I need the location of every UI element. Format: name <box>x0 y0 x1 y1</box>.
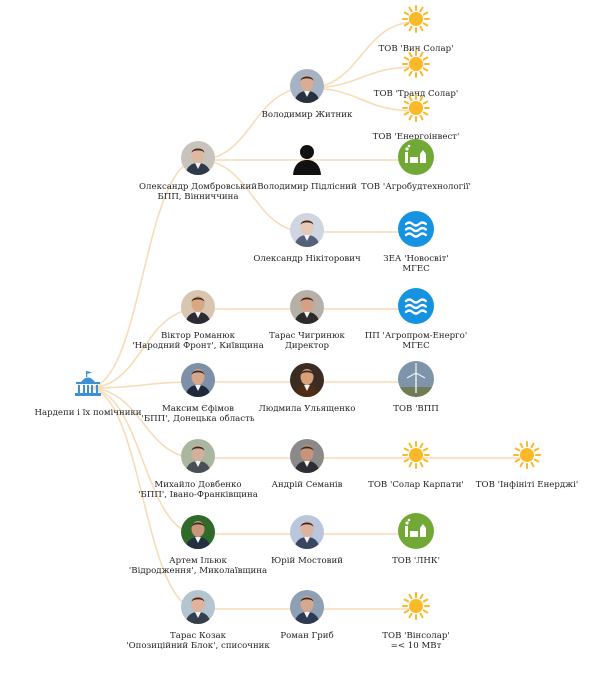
semaniv-label: Андрій Семанів <box>271 480 342 490</box>
label-line: Тарас Козак <box>169 631 227 641</box>
label-line: Віктор Романюк <box>161 331 235 341</box>
avatar-chyhrynyuk[interactable] <box>290 290 324 324</box>
label-line: 'БПП', Донецька область <box>141 414 255 424</box>
label-line: ТОВ 'Вінсолар' <box>382 631 450 641</box>
avatar-ulyashchenko[interactable] <box>290 363 324 397</box>
biogas-plant-icon[interactable] <box>398 513 434 553</box>
biogas-plant-icon[interactable] <box>398 139 434 179</box>
label-line: ТОВ 'ВПП <box>393 404 439 414</box>
infiniti-label: ТОВ 'Інфініті Енерджі' <box>476 480 578 490</box>
label-line: Артем Ільюк <box>169 556 227 566</box>
avatar-ilyuk[interactable] <box>181 515 215 549</box>
link-root-dombrovsky <box>87 159 199 389</box>
avatar-efimov[interactable] <box>181 363 215 397</box>
avatar-dombrovsky[interactable] <box>181 141 215 175</box>
avatar-hryb[interactable] <box>290 590 324 624</box>
vinsolar-label: ТОВ 'Вінсолар'=< 10 МВт <box>382 631 449 651</box>
pidlisny-label: Володимир Підлісний <box>257 182 357 192</box>
avatar-mostovy[interactable] <box>290 515 324 549</box>
label-line: БПП, Вінниччина <box>157 192 239 202</box>
link-root-romaniuk <box>87 308 199 389</box>
label-line: ТОВ 'Енергоінвест' <box>372 132 460 142</box>
label-line: ТОВ 'Інфініті Енерджі' <box>475 480 579 490</box>
avatar-kozak[interactable] <box>181 590 215 624</box>
avatar-nikitorovych[interactable] <box>290 213 324 247</box>
label-line: Директор <box>284 341 330 351</box>
label-line: Тарас Чигринюк <box>269 331 345 341</box>
sun-icon[interactable] <box>401 93 431 127</box>
energoinvest-label: ТОВ 'Енергоінвест' <box>373 132 460 142</box>
label-line: Олександр Домбровський <box>138 182 258 192</box>
label-line: ТОВ 'ЛНК' <box>392 556 440 566</box>
sun-icon[interactable] <box>512 440 542 474</box>
label-line: Володимир Підлісний <box>257 182 357 192</box>
agrobud-label: ТОВ 'Агробудтехнології' <box>361 182 471 192</box>
mostovy-label: Юрій Мостовий <box>271 556 343 566</box>
ilyuk-label: Артем Ільюк'Відродження', Миколаївщина <box>129 556 267 576</box>
lnk-label: ТОВ 'ЛНК' <box>392 556 440 566</box>
nikitorovych-label: Олександр Нікіторович <box>253 254 360 264</box>
label-line: Юрій Мостовий <box>271 556 343 566</box>
ulyashchenko-label: Людмила Ульященко <box>259 404 356 414</box>
avatar-semaniv[interactable] <box>290 439 324 473</box>
parliament-building-icon[interactable] <box>73 370 103 402</box>
label-line: ТОВ 'Солар Карпати' <box>368 480 464 490</box>
efimov-label: Максим Єфімов'БПП', Донецька область <box>141 404 254 424</box>
label-line: 'Народний Фронт', Київщина <box>132 341 264 351</box>
water-waves-icon[interactable] <box>398 288 434 328</box>
hryb-label: Роман Гриб <box>280 631 333 641</box>
sun-icon[interactable] <box>401 4 431 38</box>
avatar-zhytnyk[interactable] <box>290 69 324 103</box>
label-line: ЗЕА 'Новосвіт' <box>383 254 449 264</box>
label-line: Людмила Ульященко <box>258 404 356 414</box>
link-dombrovsky-nikitorovych <box>197 159 308 233</box>
label-line: Максим Єфімов <box>161 404 234 414</box>
label-line: Андрій Семанів <box>271 480 343 490</box>
link-root-dovbenko <box>87 387 199 459</box>
avatar-pidlisny[interactable] <box>290 141 324 175</box>
link-root-kozak <box>87 387 199 610</box>
link-root-ilyuk <box>87 387 199 535</box>
avatar-dovbenko[interactable] <box>181 439 215 473</box>
person-silhouette-icon <box>293 145 321 175</box>
link-dombrovsky-zhytnyk <box>197 87 308 161</box>
label-line: МГЕС <box>402 264 430 274</box>
sun-icon[interactable] <box>401 49 431 83</box>
sun-icon[interactable] <box>401 591 431 625</box>
label-line: 'Опозиційний Блок', списочник <box>126 641 270 651</box>
romaniuk-label: Віктор Романюк'Народний Фронт', Київщина <box>132 331 264 351</box>
dovbenko-label: Михайло Довбенко'БПП', Івано-Франківщина <box>138 480 258 500</box>
label-line: Роман Гриб <box>280 631 334 641</box>
novosvit-label: ЗЕА 'Новосвіт'МГЕС <box>383 254 448 274</box>
root-label: Нардепи і їх помічники <box>34 408 142 418</box>
label-line: МГЕС <box>402 341 430 351</box>
label-line: Олександр Нікіторович <box>253 254 361 264</box>
label-line: 'БПП', Івано-Франківщина <box>138 490 258 500</box>
avatar-romaniuk[interactable] <box>181 290 215 324</box>
water-waves-icon[interactable] <box>398 211 434 251</box>
agroprom-label: ПП 'Агропром-Енерго'МГЕС <box>365 331 467 351</box>
label-line: Володимир Житник <box>261 110 353 120</box>
label-line: 'Відродження', Миколаївщина <box>128 566 268 576</box>
vin-solar-label: ТОВ 'Вин Солар' <box>379 44 454 54</box>
zhytnyk-label: Володимир Житник <box>262 110 353 120</box>
solar-karpaty-label: ТОВ 'Солар Карпати' <box>368 480 464 490</box>
label-line: ПП 'Агропром-Енерго' <box>364 331 468 341</box>
label-line: =< 10 МВт <box>390 641 442 651</box>
label-line: ТОВ 'Вин Солар' <box>378 44 454 54</box>
kozak-label: Тарас Козак'Опозиційний Блок', списочник <box>126 631 270 651</box>
vpp-label: ТОВ 'ВПП <box>393 404 439 414</box>
label-line: ТОВ 'Агробудтехнології' <box>361 182 471 192</box>
sun-icon[interactable] <box>401 440 431 474</box>
label-line: Михайло Довбенко <box>154 480 242 490</box>
link-zhytnyk-vin-solar <box>306 21 417 89</box>
wind-turbine-icon[interactable] <box>398 361 434 401</box>
